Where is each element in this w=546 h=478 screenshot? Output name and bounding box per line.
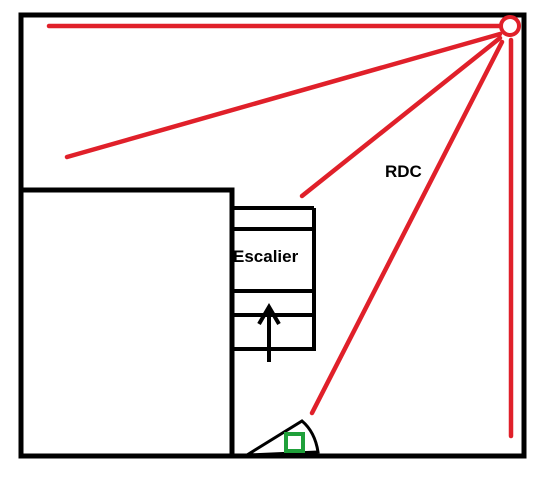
up-arrow-icon [257, 303, 281, 362]
door-wedge [241, 419, 320, 457]
coverage-rays [46, 23, 514, 439]
ray [309, 39, 505, 416]
floor-label: RDC [385, 162, 422, 181]
outer-wall [18, 12, 527, 459]
green-square-marker-icon [284, 432, 305, 453]
ray [64, 31, 503, 160]
stairs-label: Escalier [233, 247, 299, 266]
staircase [232, 206, 316, 351]
room-wall [21, 187, 235, 456]
ray [299, 35, 503, 199]
circle-sensor-icon [499, 15, 521, 37]
